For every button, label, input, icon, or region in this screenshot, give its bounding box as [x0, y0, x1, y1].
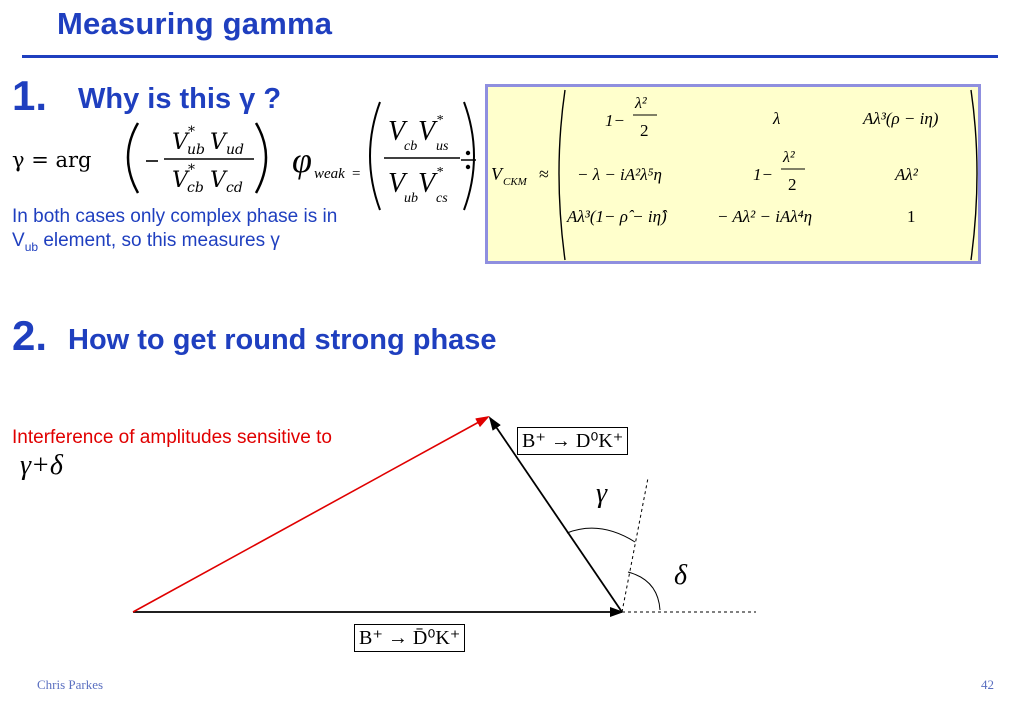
ckm-left-bracket	[558, 89, 566, 261]
gamma-plus-delta: γ+δ	[20, 450, 63, 481]
title-underline	[22, 55, 998, 58]
svg-text:*: *	[436, 165, 443, 180]
phi-denominator: V ub V * cs	[388, 165, 448, 206]
gamma-angle-arc	[566, 527, 636, 543]
ckm-cell-1-1: 1−	[605, 111, 625, 130]
formula-right-paren	[254, 122, 268, 194]
phi-dot-lower	[465, 164, 471, 170]
svg-text:V: V	[388, 116, 408, 147]
upper-decay-label: B⁺ → D⁰K⁺	[517, 427, 629, 455]
svg-text:λ²: λ²	[782, 149, 796, 166]
delta-angle-arc	[627, 571, 661, 611]
ckm-cell-3-3: 1	[907, 207, 916, 226]
svg-text:cb: cb	[404, 139, 417, 154]
section1-explanation: In both cases only complex phase is in V…	[12, 205, 337, 259]
svg-text:2: 2	[640, 121, 649, 140]
resultant-arrow	[132, 416, 490, 613]
reference-dotted-line	[621, 477, 649, 613]
phi-dot-upper	[465, 150, 471, 156]
svg-text:V: V	[418, 116, 438, 147]
ckm-matrix-box	[485, 84, 981, 264]
svg-text:V: V	[172, 130, 190, 155]
section1-number: 1.	[12, 72, 48, 119]
svg-text:*: *	[188, 124, 195, 140]
svg-text:V: V	[388, 168, 408, 199]
ckm-cell-3-1: Aλ³(1− ρ̂ − iη̂)	[566, 207, 668, 226]
formula-left-paren	[126, 122, 140, 194]
phi-numerator: V cb V * us	[388, 113, 449, 154]
svg-text:ud: ud	[226, 142, 244, 158]
phi-symbol: φ	[292, 140, 312, 180]
section2-number: 2.	[12, 312, 48, 359]
svg-text:*: *	[436, 113, 443, 128]
svg-text:2: 2	[788, 175, 797, 194]
ckm-cell-2-3: Aλ²	[894, 165, 919, 184]
svg-text:cd: cd	[226, 180, 243, 196]
explanation-line1: In both cases only complex phase is in	[12, 206, 338, 227]
gamma-formula-lhs: γ = arg	[12, 148, 92, 172]
ckm-cell-1-2: λ	[772, 109, 780, 128]
formula-numerator: V * ub V ud	[172, 124, 244, 158]
ckm-matrix: V CKM ≈ 1− λ² 2 λ Aλ³(ρ − iη) − λ − iA²λ…	[491, 89, 978, 261]
svg-text:λ²: λ²	[634, 95, 648, 112]
upper-amplitude-arrow	[488, 416, 623, 613]
phi-weak-formula: φ weak = V cb V * us V ub V * cs	[292, 101, 476, 211]
svg-text:V: V	[418, 168, 438, 199]
svg-text:ub: ub	[404, 191, 418, 206]
ckm-right-bracket	[970, 89, 978, 261]
svg-text:us: us	[436, 139, 449, 154]
phi-right-paren	[463, 101, 475, 211]
svg-text:V: V	[210, 130, 228, 155]
gamma-arg-formula: γ = arg V * ub V ud V * cb V cd	[12, 122, 268, 196]
ckm-cell-2-2: 1−	[753, 165, 773, 184]
section2-heading: How to get round strong phase	[68, 324, 497, 356]
phi-left-paren	[369, 101, 381, 211]
delta-angle-label: δ	[674, 560, 688, 591]
ckm-approx: ≈	[539, 164, 549, 184]
svg-text:V: V	[172, 168, 190, 193]
ckm-label: V	[491, 164, 504, 184]
amplitude-triangle-diagram	[132, 416, 756, 617]
ckm-cell-1-3: Aλ³(ρ − iη)	[862, 109, 939, 128]
svg-text:*: *	[188, 162, 195, 178]
svg-text:V: V	[210, 168, 228, 193]
page-number: 42	[981, 677, 994, 692]
explanation-line2: Vub element, so this measures γ	[12, 230, 280, 254]
footer-author: Chris Parkes	[37, 677, 104, 692]
svg-text:cb: cb	[187, 180, 204, 196]
ckm-label-sub: CKM	[503, 176, 528, 188]
lower-decay-label: B⁺ → D̄⁰K⁺	[354, 624, 466, 652]
svg-text:cs: cs	[436, 191, 448, 206]
gamma-angle-label: γ	[596, 478, 608, 509]
phi-equals: =	[352, 166, 360, 182]
interference-text: Interference of amplitudes sensitive to	[12, 427, 333, 448]
svg-text:ub: ub	[187, 142, 205, 158]
slide-title: Measuring gamma	[57, 6, 333, 41]
ckm-cell-2-1: − λ − iA²λ⁵η	[577, 165, 662, 184]
ckm-cell-3-2: − Aλ² − iAλ⁴η	[717, 207, 812, 226]
section1-heading: Why is this γ ?	[78, 83, 282, 115]
formula-denominator: V * cb V cd	[172, 162, 243, 196]
phi-subscript: weak	[314, 166, 345, 182]
